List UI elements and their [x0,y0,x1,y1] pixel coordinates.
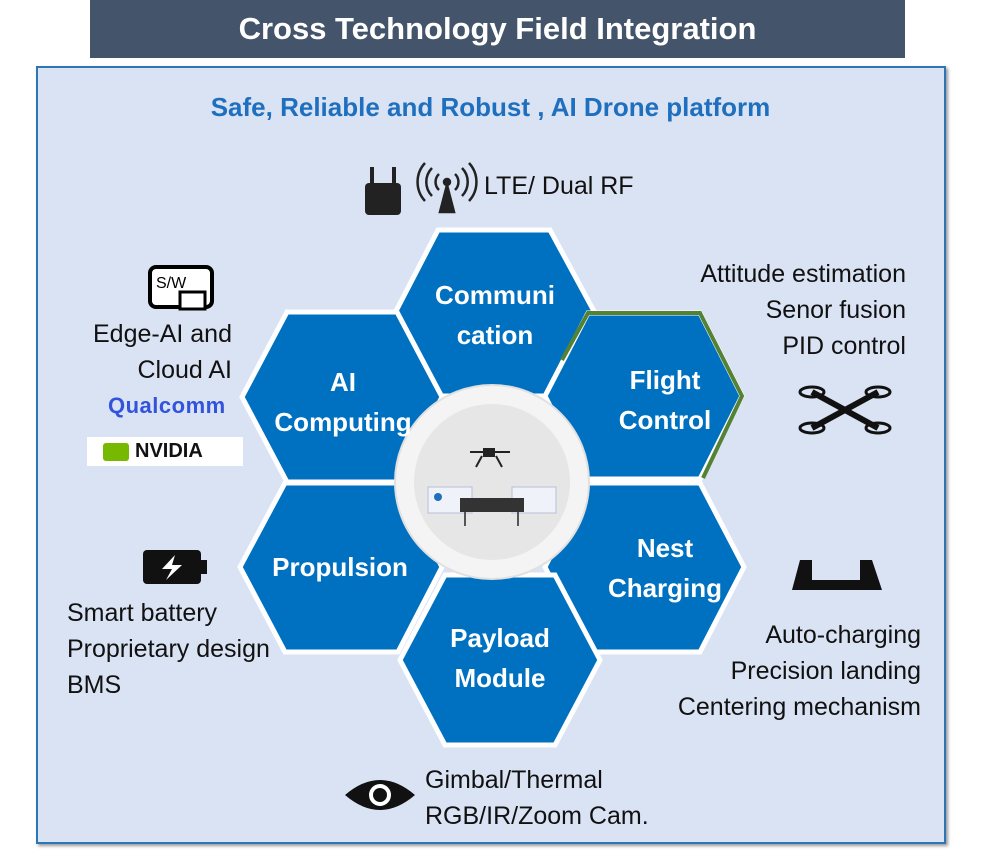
communication-desc: LTE/ Dual RF [484,172,634,200]
page-title: Cross Technology Field Integration [90,0,905,58]
nvidia-logo: NVIDIA [87,437,243,466]
nvidia-eye-icon [103,442,129,461]
nvidia-text: NVIDIA [135,440,203,462]
drone-icon [798,385,892,435]
flight-control-highlight [560,311,745,479]
hex-label-propulsion: Propulsion [272,552,408,582]
landing-pad-icon [792,560,882,590]
antenna-icon [416,162,478,214]
remote-controller-icon [365,167,401,215]
battery-icon [143,550,207,584]
qualcomm-logo: Qualcomm [108,393,226,418]
nest-image [427,486,557,526]
subtitle: Safe, Reliable and Robust , AI Drone pla… [210,92,771,122]
hex-payload [397,572,603,748]
drone-image [470,448,510,468]
center-inner [414,404,570,560]
eye-icon [345,780,415,810]
software-icon [148,265,214,311]
sw-icon-label: S/W [156,275,187,292]
hex-propulsion [237,480,445,655]
